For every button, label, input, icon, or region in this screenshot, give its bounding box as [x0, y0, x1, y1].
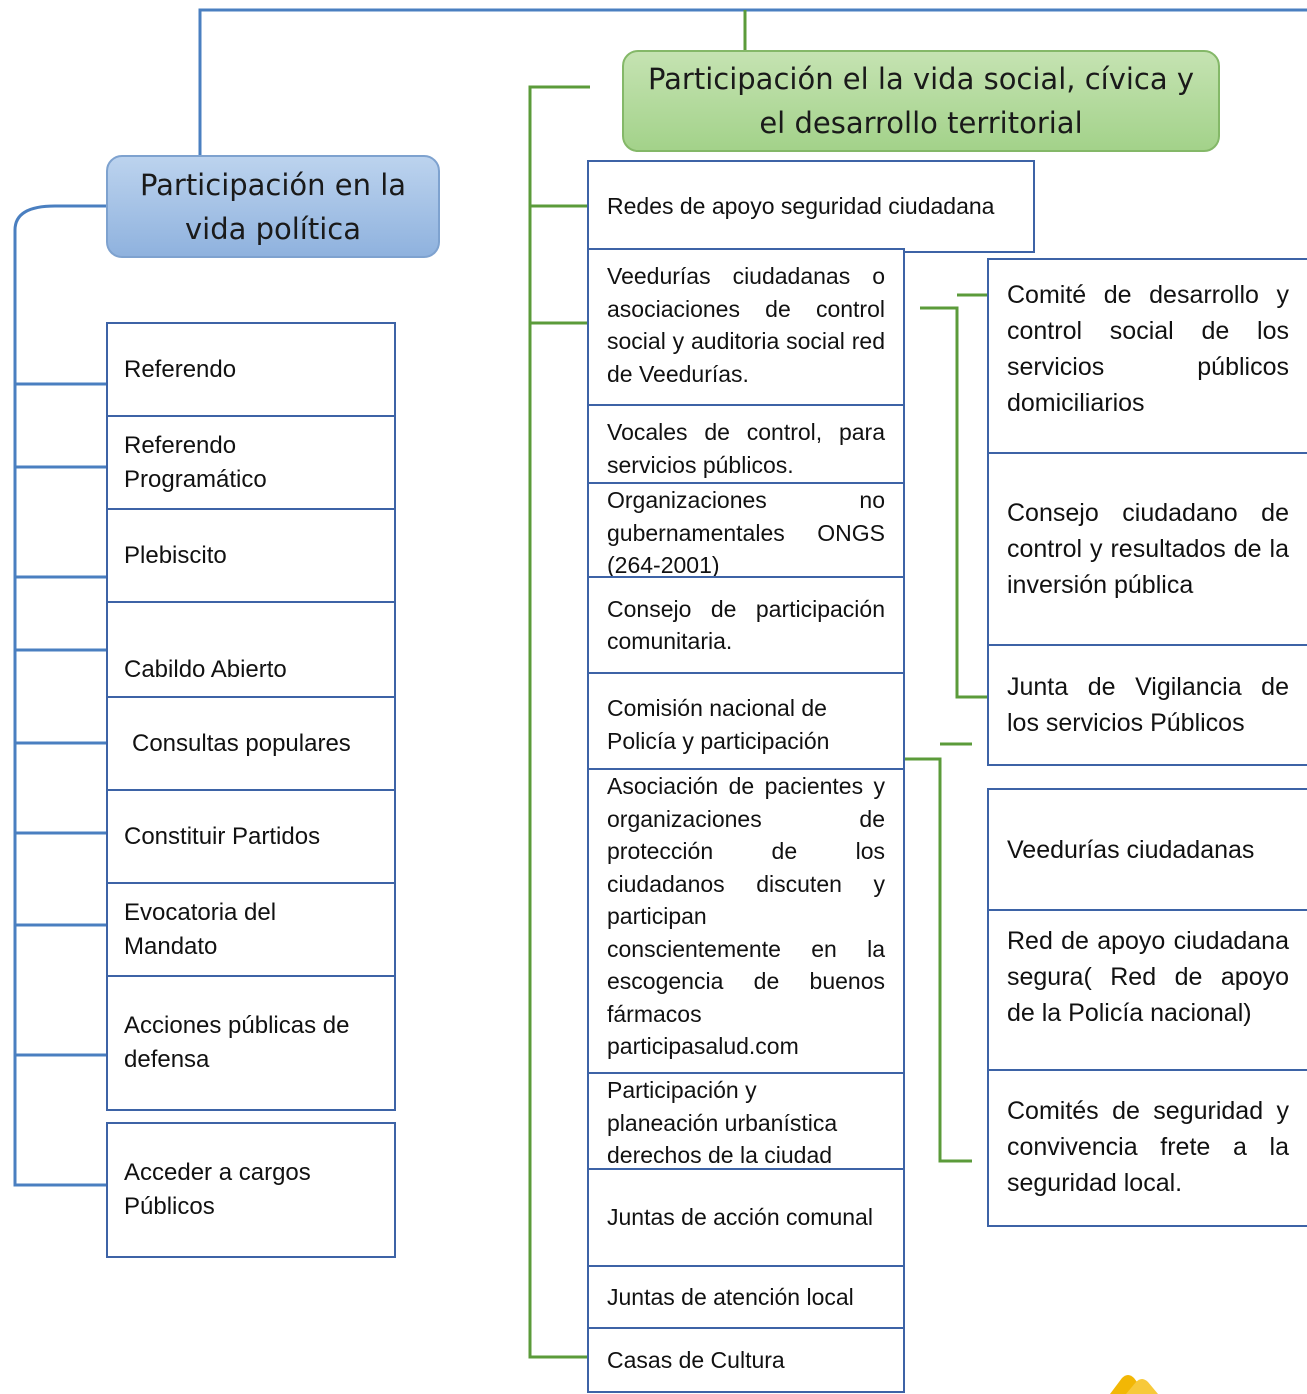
social-item-casas-cultura: Casas de Cultura [587, 1327, 905, 1393]
political-item-cabildo-abierto: Cabildo Abierto [106, 601, 396, 698]
political-item-acciones-publicas: Acciones públicas de defensa [106, 975, 396, 1111]
political-item-plebiscito: Plebiscito [106, 508, 396, 603]
header-political-participation: Participación en la vida política [106, 155, 440, 258]
social-item-juntas-accion-comunal: Juntas de acción comunal [587, 1168, 905, 1267]
veedurias-item-comite-desarrollo: Comité de desarrollo y control social de… [987, 258, 1307, 454]
social-item-consejo-participacion: Consejo de participación comunitaria. [587, 576, 905, 674]
social-item-comision-policia: Comisión nacional de Policía y participa… [587, 672, 905, 770]
partial-logo-icon [1110, 1375, 1158, 1394]
veedurias-item-consejo-ciudadano: Consejo ciudadano de control y resultado… [987, 452, 1307, 646]
social-item-asociacion-pacientes: Asociación de pacientes y organizaciones… [587, 768, 905, 1074]
political-item-referendo: Referendo [106, 322, 396, 417]
header-social-participation: Participación el la vida social, cívica … [622, 50, 1220, 152]
policia-item-veedurias-ciudadanas: Veedurías ciudadanas [987, 788, 1307, 911]
social-item-ongs: Organizaciones no gubernamentales ONGS (… [587, 482, 905, 578]
social-item-juntas-atencion-local: Juntas de atención local [587, 1265, 905, 1329]
social-item-redes-apoyo: Redes de apoyo seguridad ciudadana [587, 160, 1035, 253]
social-item-planeacion-urbanistica: Participación y planeación urbanística d… [587, 1072, 905, 1170]
veedurias-item-junta-vigilancia: Junta de Vigilancia de los servicios Púb… [987, 644, 1307, 766]
political-item-referendo-programatico: Referendo Programático [106, 415, 396, 510]
political-item-evocatoria-mandato: Evocatoria del Mandato [106, 882, 396, 977]
policia-item-comites-seguridad: Comités de seguridad y convivencia frete… [987, 1069, 1307, 1227]
social-item-vocales-control: Vocales de control, para servicios públi… [587, 404, 905, 484]
political-item-acceder-cargos: Acceder a cargos Públicos [106, 1122, 396, 1258]
political-item-consultas-populares: Consultas populares [106, 696, 396, 791]
social-item-veedurias: Veedurías ciudadanas o asociaciones de c… [587, 248, 905, 406]
policia-item-red-apoyo: Red de apoyo ciudadana segura( Red de ap… [987, 909, 1307, 1071]
political-item-constituir-partidos: Constituir Partidos [106, 789, 396, 884]
